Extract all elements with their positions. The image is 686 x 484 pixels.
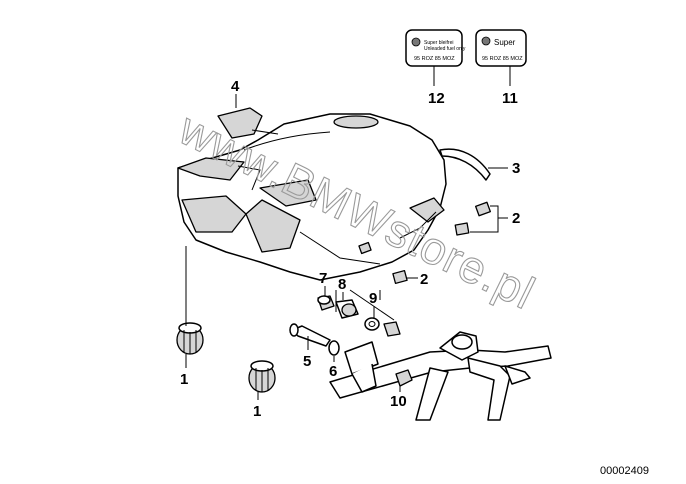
mounting-parts xyxy=(289,286,413,392)
callout-2-center: 2 xyxy=(420,271,428,288)
callout-9: 9 xyxy=(369,290,377,307)
label-12-fuel-sticker: Super bleifrei Unleaded fuel only 95 ROZ… xyxy=(405,29,466,86)
callout-6: 6 xyxy=(329,363,337,380)
label-12-line2: Unleaded fuel only xyxy=(424,46,466,52)
label-12-line3: 95 ROZ 85 MOZ xyxy=(414,56,455,62)
callout-8: 8 xyxy=(338,276,346,293)
part-4-knee-pad xyxy=(217,94,279,139)
callout-10: 10 xyxy=(390,393,407,410)
label-11-line1: Super xyxy=(494,38,516,47)
part-3-strip xyxy=(439,148,508,181)
fuel-tank xyxy=(177,113,447,285)
callout-5: 5 xyxy=(303,353,311,370)
callout-1-left: 1 xyxy=(180,371,188,388)
callout-7: 7 xyxy=(319,270,327,287)
callout-1-bottom: 1 xyxy=(253,403,261,420)
callout-12: 12 xyxy=(428,90,445,107)
diagram-reference-number: 00002409 xyxy=(600,465,649,477)
callout-11: 11 xyxy=(502,90,518,107)
part-1-mounts xyxy=(176,246,276,400)
callout-3: 3 xyxy=(512,160,520,177)
callout-4: 4 xyxy=(231,78,240,95)
label-12-line1: Super bleifrei xyxy=(424,40,453,46)
label-11-line2: 95 ROZ 85 MOZ xyxy=(482,56,523,62)
part-2-grommets xyxy=(406,201,508,279)
callout-2-right: 2 xyxy=(512,210,520,227)
callout-numbers: 4 12 11 3 2 2 7 8 9 5 6 1 1 10 xyxy=(180,78,520,420)
frame-section xyxy=(329,331,552,421)
label-11-fuel-sticker: Super 95 ROZ 85 MOZ xyxy=(475,29,527,86)
